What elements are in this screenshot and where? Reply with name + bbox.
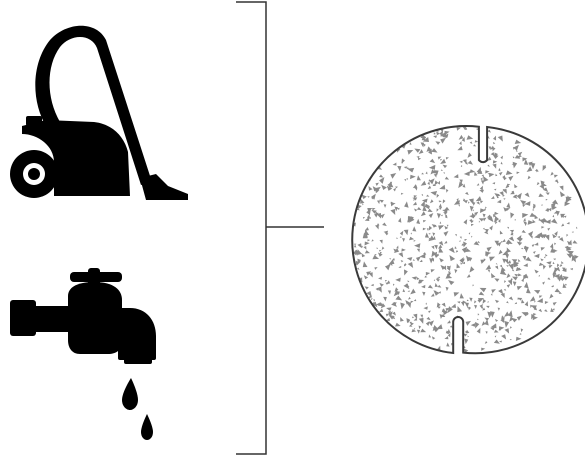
vacuum-cleaner-icon: [10, 26, 188, 200]
disc-speckle: [454, 340, 458, 346]
water-tap-icon: [10, 268, 156, 440]
porous-disc-icon: [351, 125, 585, 354]
disc-speckle: [457, 347, 461, 352]
bracket-connector: [236, 2, 324, 454]
disc-speckle: [459, 350, 462, 354]
disc-speckle: [455, 344, 461, 348]
